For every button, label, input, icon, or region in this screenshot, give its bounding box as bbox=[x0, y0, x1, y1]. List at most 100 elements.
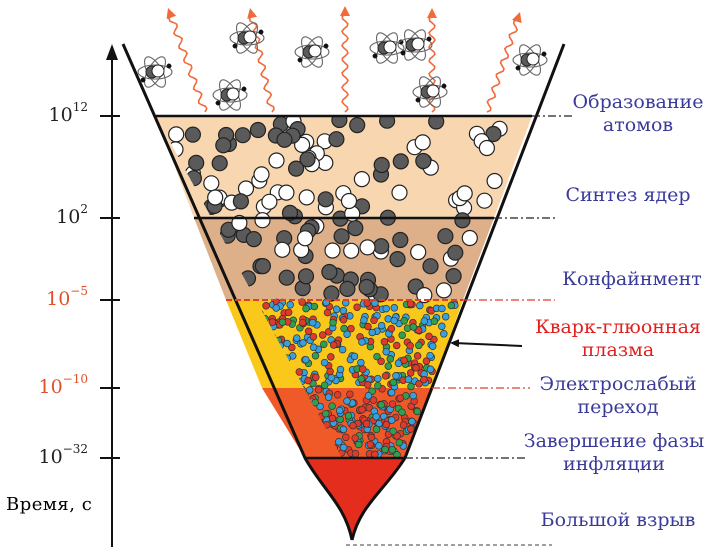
electron bbox=[372, 53, 378, 59]
quark bbox=[396, 394, 405, 402]
quark bbox=[327, 373, 336, 382]
quark bbox=[284, 308, 293, 317]
atom-nucleus bbox=[526, 52, 540, 66]
quark bbox=[314, 385, 323, 394]
photon-arrowhead bbox=[427, 8, 437, 18]
nucleon bbox=[437, 228, 454, 245]
photon bbox=[341, 13, 349, 113]
nucleon bbox=[422, 258, 439, 275]
funnel-left-edge bbox=[121, 43, 354, 541]
electron bbox=[541, 51, 547, 57]
nucleon bbox=[297, 268, 315, 285]
nucleon bbox=[297, 230, 314, 247]
atom-icon bbox=[212, 79, 248, 111]
photon bbox=[168, 15, 208, 113]
quark bbox=[366, 440, 375, 449]
atom-icon bbox=[512, 44, 548, 76]
nucleon bbox=[168, 126, 185, 143]
quark bbox=[364, 392, 373, 400]
quark bbox=[398, 408, 406, 416]
nucleon bbox=[389, 251, 406, 268]
nucleon bbox=[278, 269, 295, 286]
nucleon bbox=[392, 153, 409, 170]
nucleon bbox=[254, 258, 271, 275]
quark bbox=[400, 356, 408, 365]
nucleon bbox=[253, 166, 270, 183]
quark bbox=[262, 302, 270, 310]
photon bbox=[486, 18, 519, 113]
quark bbox=[299, 339, 307, 347]
atom-nucleus bbox=[243, 30, 257, 44]
nucleon bbox=[414, 134, 431, 151]
nucleon bbox=[328, 131, 345, 148]
nucleon bbox=[245, 231, 262, 248]
photons-group bbox=[166, 6, 522, 113]
quark bbox=[298, 318, 307, 327]
nucleon bbox=[288, 160, 305, 177]
quark bbox=[350, 352, 359, 361]
quark bbox=[329, 318, 337, 327]
quark bbox=[386, 355, 395, 363]
electron bbox=[515, 65, 521, 71]
nucleon bbox=[298, 189, 315, 206]
quark bbox=[374, 374, 382, 383]
quark bbox=[288, 343, 296, 352]
nucleon bbox=[358, 278, 375, 296]
nucleon bbox=[207, 189, 224, 206]
nucleon bbox=[353, 171, 370, 188]
quark bbox=[438, 304, 446, 313]
nucleon bbox=[317, 191, 334, 208]
quark bbox=[335, 406, 344, 415]
electron bbox=[426, 36, 432, 42]
quark bbox=[351, 449, 360, 458]
atom-nucleus bbox=[426, 84, 440, 98]
nucleon bbox=[234, 127, 251, 144]
tick-label-2: 102 bbox=[56, 201, 88, 228]
quark bbox=[395, 438, 404, 447]
quark bbox=[283, 339, 291, 348]
quark bbox=[407, 382, 415, 391]
quark bbox=[302, 304, 310, 313]
nucleon bbox=[274, 241, 291, 258]
quark bbox=[384, 362, 393, 370]
quark bbox=[328, 414, 337, 423]
electron bbox=[258, 29, 264, 35]
electron bbox=[140, 77, 146, 83]
quark bbox=[310, 302, 319, 311]
quark bbox=[373, 352, 381, 361]
quark bbox=[375, 442, 383, 450]
nucleon bbox=[281, 204, 299, 221]
quark bbox=[390, 316, 398, 325]
nucleon bbox=[347, 220, 364, 237]
quark bbox=[387, 388, 396, 397]
atom-icon bbox=[369, 32, 405, 64]
nucleon bbox=[445, 268, 462, 285]
nucleon bbox=[392, 231, 409, 249]
quark bbox=[308, 318, 317, 327]
photon-arrowhead bbox=[512, 12, 522, 24]
quark bbox=[353, 303, 361, 311]
inflation-zone bbox=[305, 458, 405, 540]
electron bbox=[441, 83, 447, 89]
quark bbox=[409, 323, 418, 331]
quark bbox=[329, 341, 338, 349]
nucleon bbox=[261, 193, 278, 210]
quark bbox=[426, 351, 434, 360]
quark bbox=[324, 393, 333, 401]
quark bbox=[416, 301, 424, 310]
quark bbox=[381, 372, 390, 380]
atom-nucleus bbox=[226, 87, 240, 101]
quark bbox=[320, 340, 328, 348]
quark bbox=[406, 299, 415, 308]
nucleon bbox=[188, 154, 205, 171]
nucleon bbox=[333, 228, 350, 245]
nucleon bbox=[324, 242, 341, 259]
quark bbox=[357, 375, 366, 383]
nucleon bbox=[410, 244, 427, 261]
quark bbox=[362, 420, 371, 428]
quark bbox=[311, 351, 320, 360]
quark bbox=[371, 450, 379, 458]
